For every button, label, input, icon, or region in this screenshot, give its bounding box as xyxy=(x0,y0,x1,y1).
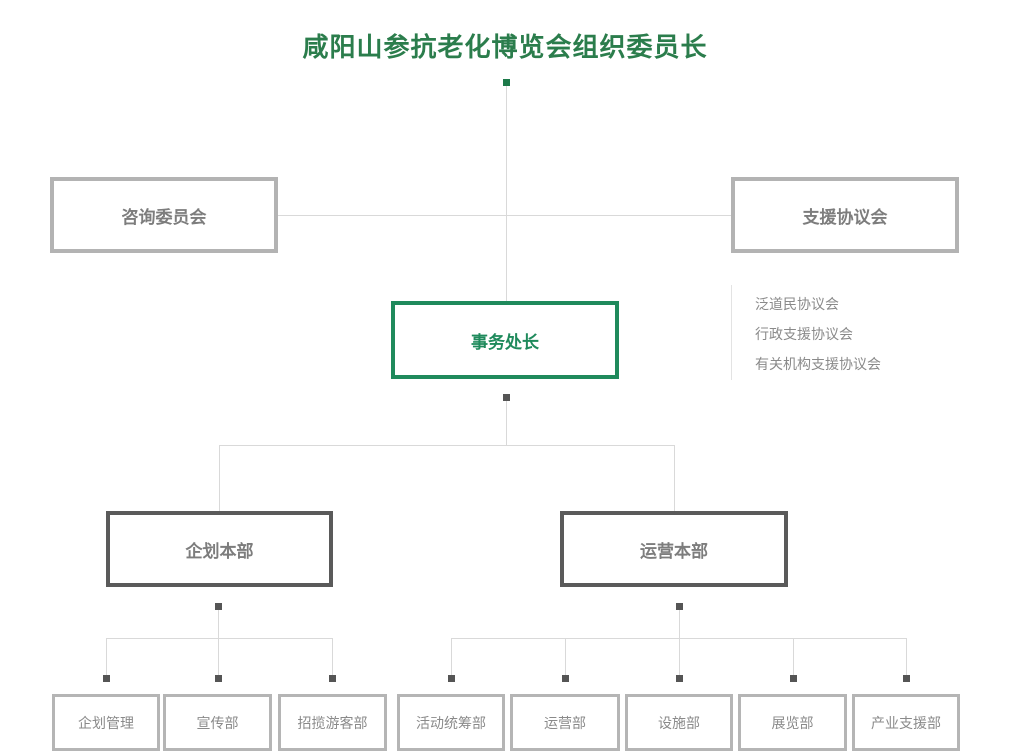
node-director-label: 事务处长 xyxy=(471,332,539,352)
node-support-council: 支援协议会 xyxy=(731,177,959,253)
dept-box-operations: 运营部 xyxy=(510,694,620,751)
support-list-item: 泛道民协议会 xyxy=(755,296,839,312)
connector-drop-dept xyxy=(451,638,452,675)
dept-node-dot xyxy=(103,675,110,682)
connector-drop-operations-hq xyxy=(674,445,675,511)
connector-operations-horizontal xyxy=(451,638,906,639)
connector-advisory-support xyxy=(278,215,731,216)
support-list-divider xyxy=(731,285,732,380)
connector-root-to-director xyxy=(506,86,507,301)
dept-box-event-coordination: 活动统筹部 xyxy=(397,694,505,751)
dept-node-dot xyxy=(790,675,797,682)
dept-node-dot xyxy=(448,675,455,682)
connector-hq-horizontal xyxy=(219,445,675,446)
dept-label: 招揽游客部 xyxy=(297,714,368,731)
node-operations-headquarters-label: 运营本部 xyxy=(640,541,708,561)
dept-box-industry-support: 产业支援部 xyxy=(852,694,960,751)
dept-label: 设施部 xyxy=(658,714,700,731)
dept-node-dot xyxy=(562,675,569,682)
connector-director-stem xyxy=(506,401,507,445)
support-list-item: 有关机构支援协议会 xyxy=(755,356,881,372)
dept-label: 活动统筹部 xyxy=(416,714,486,731)
node-advisory-committee-label: 咨询委员会 xyxy=(121,207,207,227)
node-planning-headquarters-label: 企划本部 xyxy=(185,541,254,561)
dept-box-facilities: 设施部 xyxy=(625,694,733,751)
dept-node-dot xyxy=(676,675,683,682)
connector-drop-dept xyxy=(106,638,107,675)
dept-node-dot xyxy=(903,675,910,682)
support-list-item: 行政支援协议会 xyxy=(755,326,853,342)
dept-box-planning-management: 企划管理 xyxy=(52,694,160,751)
connector-drop-dept xyxy=(332,638,333,675)
operations-hq-node-dot xyxy=(676,603,683,610)
dept-label: 运营部 xyxy=(544,714,586,731)
node-advisory-committee: 咨询委员会 xyxy=(50,177,278,253)
dept-box-publicity: 宣传部 xyxy=(163,694,272,751)
connector-drop-dept xyxy=(906,638,907,675)
dept-node-dot xyxy=(329,675,336,682)
node-support-council-label: 支援协议会 xyxy=(802,207,888,227)
dept-label: 展览部 xyxy=(771,714,814,731)
connector-drop-dept xyxy=(565,638,566,675)
node-director: 事务处长 xyxy=(391,301,619,379)
connector-planning-horizontal xyxy=(106,638,332,639)
connector-planning-stem xyxy=(218,610,219,675)
dept-node-dot xyxy=(215,675,222,682)
node-operations-headquarters: 运营本部 xyxy=(560,511,788,587)
director-node-dot xyxy=(503,394,510,401)
dept-box-exhibition: 展览部 xyxy=(738,694,847,751)
connector-drop-dept xyxy=(793,638,794,675)
connector-drop-planning-hq xyxy=(219,445,220,511)
planning-hq-node-dot xyxy=(215,603,222,610)
connector-operations-stem xyxy=(679,610,680,675)
dept-box-visitor-attraction: 招揽游客部 xyxy=(278,694,387,751)
node-planning-headquarters: 企划本部 xyxy=(106,511,333,587)
dept-label: 宣传部 xyxy=(196,714,239,731)
chart-title: 咸阳山参抗老化博览会组织委员长 xyxy=(302,32,708,62)
dept-label: 产业支援部 xyxy=(871,714,941,731)
root-node-dot xyxy=(503,79,510,86)
dept-label: 企划管理 xyxy=(78,714,134,731)
